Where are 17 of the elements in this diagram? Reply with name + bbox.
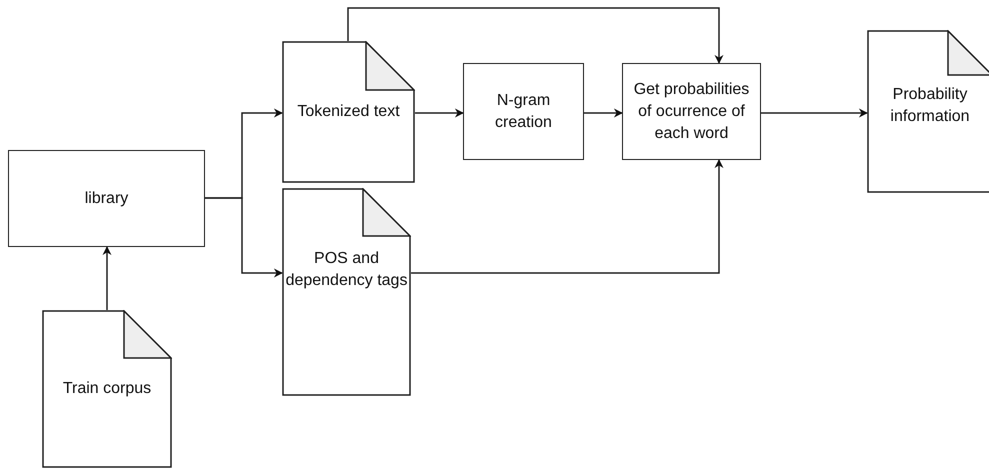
process-label: library <box>84 188 130 208</box>
arrow <box>411 159 724 274</box>
arrow <box>347 7 724 64</box>
arrow <box>205 197 283 278</box>
document-label: Probability information <box>889 85 971 127</box>
process-box <box>8 150 205 247</box>
process-label: Get probabilities of ocurrence of each word <box>632 80 750 144</box>
arrow <box>102 246 112 310</box>
process-box <box>622 63 761 160</box>
process-label: N-gram creation <box>494 90 553 132</box>
arrow <box>761 108 868 118</box>
document-label: Tokenized text <box>296 102 401 122</box>
document-label: Train corpus <box>62 379 152 399</box>
document-label: POS and dependency tags <box>284 249 408 291</box>
arrow <box>584 108 623 118</box>
process-box <box>463 63 584 160</box>
arrow <box>415 108 464 118</box>
